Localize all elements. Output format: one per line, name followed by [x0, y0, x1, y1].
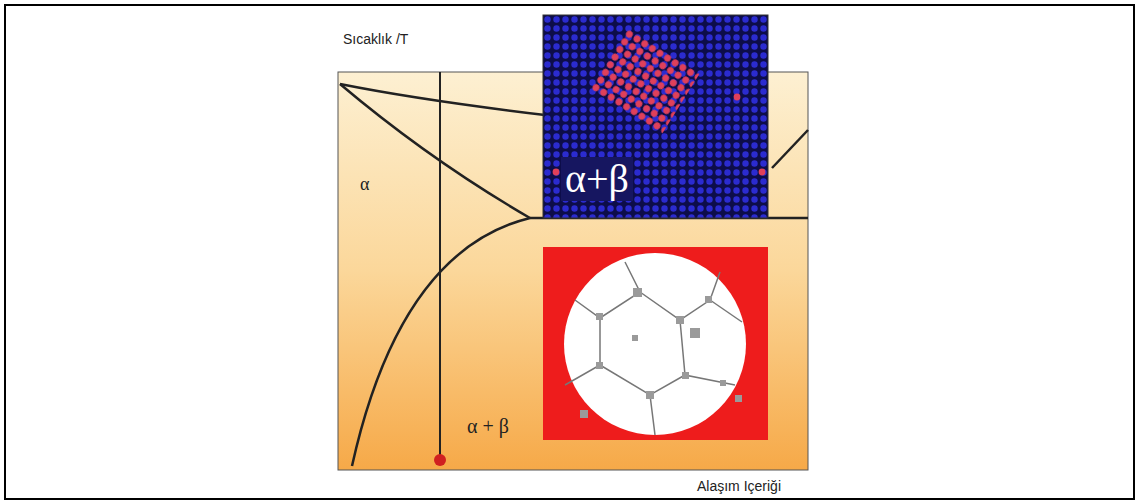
- axis-label: Sıcaklık /T: [343, 31, 408, 47]
- lattice-inset: α+β: [543, 15, 768, 218]
- phase-label: α: [360, 174, 369, 195]
- phase-label: α + β: [467, 415, 509, 438]
- phase-label: α+β: [561, 157, 633, 201]
- axis-label: Alaşım Içeriği: [697, 478, 781, 494]
